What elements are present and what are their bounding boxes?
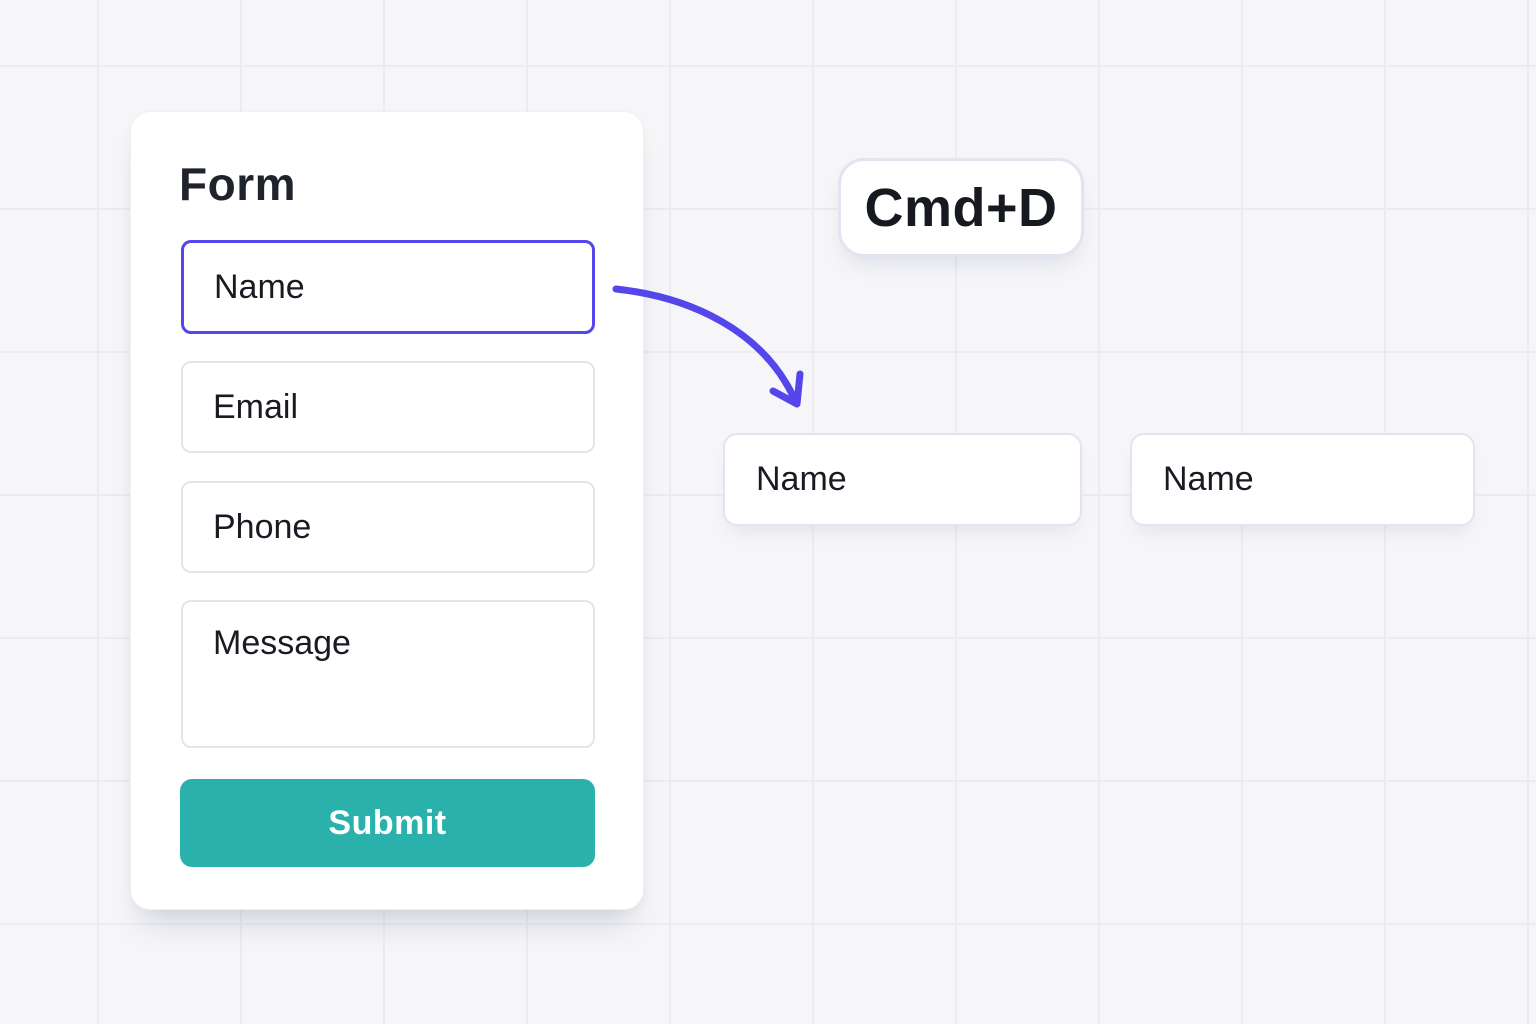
field-label-phone: Phone — [213, 507, 312, 546]
shortcut-badge-label: Cmd+D — [864, 177, 1058, 238]
form-field-phone[interactable]: Phone — [181, 481, 595, 573]
field-label-name: Name — [214, 267, 305, 306]
duplicated-field-1-label: Name — [756, 460, 847, 498]
duplicated-field-2[interactable]: Name — [1130, 433, 1475, 526]
form-field-name[interactable]: Name — [181, 240, 595, 334]
form-card: Form Name Email Phone Message Submit — [130, 111, 644, 910]
form-title: Form — [179, 158, 296, 210]
duplicated-field-2-label: Name — [1163, 460, 1254, 498]
field-label-email: Email — [213, 387, 299, 426]
duplicated-field-1[interactable]: Name — [723, 433, 1082, 526]
field-label-message: Message — [213, 624, 351, 662]
form-field-email[interactable]: Email — [181, 361, 595, 453]
shortcut-badge: Cmd+D — [838, 158, 1084, 257]
form-field-message[interactable]: Message — [181, 600, 595, 748]
arrow-head — [769, 370, 804, 408]
submit-button[interactable]: Submit — [180, 779, 595, 867]
